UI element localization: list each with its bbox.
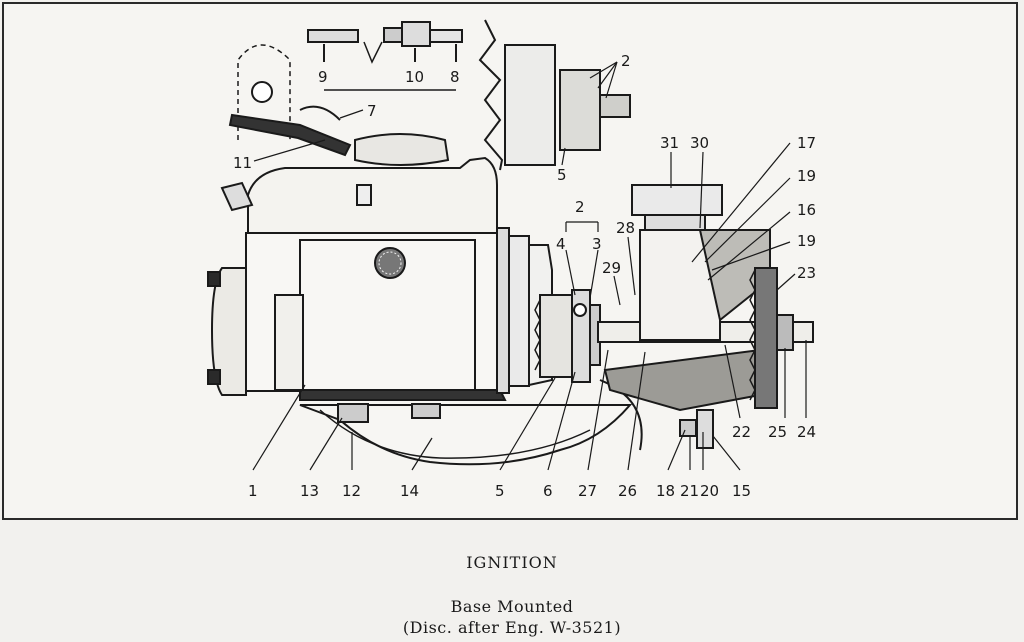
callout-5-bottom: 5 xyxy=(495,482,505,500)
inset-coupling xyxy=(478,19,631,171)
callout-19-upper: 19 xyxy=(797,167,816,185)
callout-28: 28 xyxy=(616,219,635,237)
callout-15: 15 xyxy=(732,482,751,500)
callout-13: 13 xyxy=(300,482,319,500)
callout-17: 17 xyxy=(797,134,816,152)
callout-11: 11 xyxy=(233,154,252,172)
callout-7: 7 xyxy=(367,102,377,120)
callout-31: 31 xyxy=(660,134,679,152)
callout-21: 21 xyxy=(680,482,699,500)
callout-27: 27 xyxy=(578,482,597,500)
callout-2-middle: 2 xyxy=(575,198,585,216)
inset-ground-switch xyxy=(228,44,352,157)
callout-20: 20 xyxy=(700,482,719,500)
callout-12: 12 xyxy=(342,482,361,500)
inset-terminal-parts xyxy=(307,21,463,91)
callout-16: 16 xyxy=(797,201,816,219)
leader-lines xyxy=(252,61,807,471)
callout-5-top: 5 xyxy=(557,166,567,184)
callout-26: 26 xyxy=(618,482,637,500)
caption-title: IGNITION xyxy=(466,553,558,572)
callout-22: 22 xyxy=(732,423,751,441)
callout-19-lower: 19 xyxy=(797,232,816,250)
callout-labels: 1 13 12 14 5 6 27 26 18 21 20 15 22 25 2… xyxy=(233,52,816,500)
callout-23: 23 xyxy=(797,264,816,282)
callout-9: 9 xyxy=(318,68,328,86)
callout-2-top: 2 xyxy=(621,52,631,70)
callout-25: 25 xyxy=(768,423,787,441)
callout-24: 24 xyxy=(797,423,816,441)
callout-14: 14 xyxy=(400,482,419,500)
callout-4: 4 xyxy=(556,235,566,253)
callout-6: 6 xyxy=(543,482,553,500)
drive-coupling xyxy=(534,184,814,449)
callout-3: 3 xyxy=(592,235,602,253)
callout-18: 18 xyxy=(656,482,675,500)
callout-10: 10 xyxy=(405,68,424,86)
magneto-body xyxy=(207,133,553,401)
caption-subtitle-line1: Base Mounted xyxy=(450,597,574,616)
callout-1: 1 xyxy=(248,482,258,500)
callout-8: 8 xyxy=(450,68,460,86)
caption-subtitle-line2: (Disc. after Eng. W-3521) xyxy=(402,618,622,637)
callout-30: 30 xyxy=(690,134,709,152)
callout-29: 29 xyxy=(602,259,621,277)
